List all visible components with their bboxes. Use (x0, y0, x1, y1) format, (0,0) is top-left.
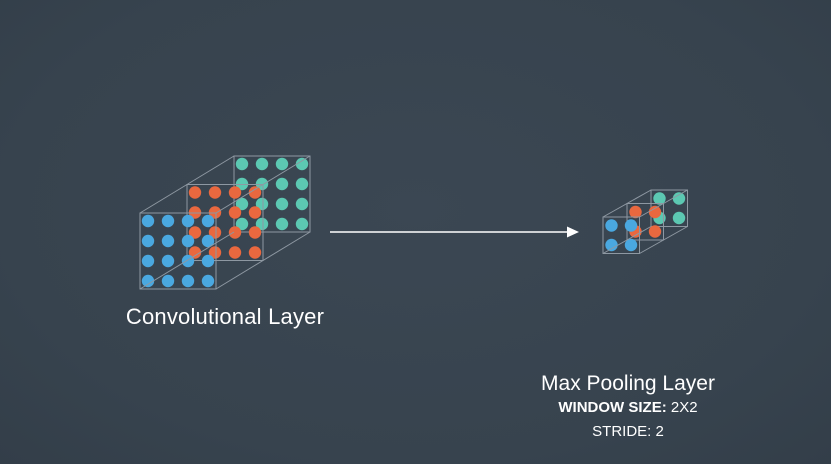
max-pooling-layer-title: Max Pooling Layer (541, 372, 715, 395)
orange-neuron (208, 226, 222, 239)
blue-feature-map-slice (602, 216, 640, 254)
convolutional-layer-title: Convolutional Layer (125, 304, 325, 329)
blue-neuron (141, 214, 155, 228)
convolutional-layer-volume (139, 155, 311, 290)
teal-neuron (255, 217, 269, 231)
blue-neuron (141, 274, 155, 288)
blue-neuron (201, 234, 215, 248)
blue-neuron (181, 254, 195, 268)
blue-neuron (605, 238, 618, 252)
blue-neuron (624, 238, 638, 252)
orange-neuron (228, 226, 242, 239)
blue-neuron (141, 254, 155, 268)
volume-edges (139, 155, 311, 290)
teal-neuron (295, 157, 309, 171)
teal-feature-map-slice (650, 189, 688, 227)
orange-neuron (188, 226, 202, 239)
teal-neuron (235, 217, 249, 231)
teal-neuron (235, 197, 249, 211)
blue-neuron (201, 254, 215, 268)
blue-neuron (161, 254, 175, 268)
blue-neuron (201, 214, 215, 228)
blue-neuron (161, 214, 175, 228)
blue-neuron (605, 219, 618, 232)
window-size-value: 2X2 (670, 399, 698, 416)
teal-neuron (653, 192, 666, 205)
arrow-head-icon (567, 226, 579, 238)
teal-neuron (672, 192, 686, 205)
teal-neuron (275, 217, 289, 231)
window-size-key: WINDOW SIZE: (558, 399, 667, 416)
blue-neuron (161, 274, 175, 288)
volume-edges (602, 189, 688, 254)
blue-neuron (161, 234, 175, 248)
blue-neuron (181, 214, 195, 228)
blue-neuron (624, 219, 638, 232)
orange-neuron (648, 225, 662, 238)
orange-neuron (228, 206, 242, 219)
teal-neuron (275, 157, 289, 171)
flow-arrow (330, 226, 579, 238)
orange-neuron (228, 246, 242, 259)
orange-neuron (248, 246, 262, 259)
teal-neuron (255, 157, 269, 171)
orange-neuron (188, 186, 202, 199)
stride-label: STRIDE: 2 (592, 423, 664, 440)
orange-neuron (208, 246, 222, 259)
teal-neuron (295, 197, 309, 211)
orange-neuron (648, 205, 662, 219)
orange-neuron (248, 226, 262, 239)
blue-neuron (141, 234, 155, 248)
teal-neuron (275, 197, 289, 211)
teal-neuron (672, 211, 686, 225)
blue-neuron (181, 274, 195, 288)
orange-neuron (228, 186, 242, 199)
teal-neuron (295, 217, 309, 231)
orange-neuron (248, 206, 262, 219)
orange-neuron (629, 205, 642, 219)
teal-neuron (235, 157, 249, 171)
orange-neuron (188, 246, 202, 259)
orange-neuron (248, 186, 262, 199)
blue-neuron (181, 234, 195, 248)
blue-feature-map-slice (139, 212, 217, 290)
teal-feature-map-slice (233, 155, 311, 233)
teal-neuron (255, 197, 269, 211)
blue-neuron (201, 274, 215, 288)
teal-neuron (295, 177, 309, 191)
window-size-label: WINDOW SIZE: 2X2 (500, 399, 756, 416)
orange-feature-map-slice (186, 184, 264, 261)
teal-neuron (275, 177, 289, 191)
max-pooling-layer-volume (602, 189, 688, 254)
orange-neuron (208, 186, 222, 199)
